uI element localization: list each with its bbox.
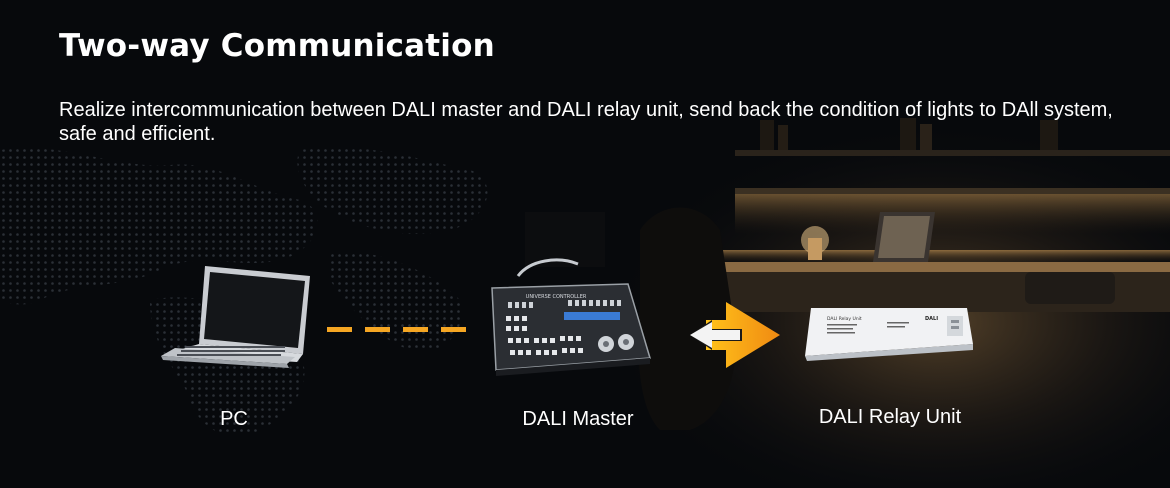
dali-master-controller-icon: UNIVERSE CONTROLLER [491,258,651,376]
chair [638,207,736,430]
two-way-arrow-icon [690,302,780,368]
master-panel-text: UNIVERSE CONTROLLER [526,294,587,300]
relay-product-text: DALI Relay Unit [827,316,862,322]
shelves [735,118,1170,234]
page-title: Two-way Communication [59,28,495,64]
desk [700,212,1170,312]
dali-relay-unit-icon: DALI Relay Unit DALI [805,308,973,361]
relay-logo-text: DALI [925,316,938,322]
dali-master-label: DALI Master [522,408,634,430]
dashed-connection-line [327,327,466,332]
pc-label: PC [220,408,248,430]
dali-relay-unit-label: DALI Relay Unit [818,406,962,428]
page-description: Realize intercommunication between DALI … [59,99,1113,145]
pc-laptop-icon [161,266,310,368]
